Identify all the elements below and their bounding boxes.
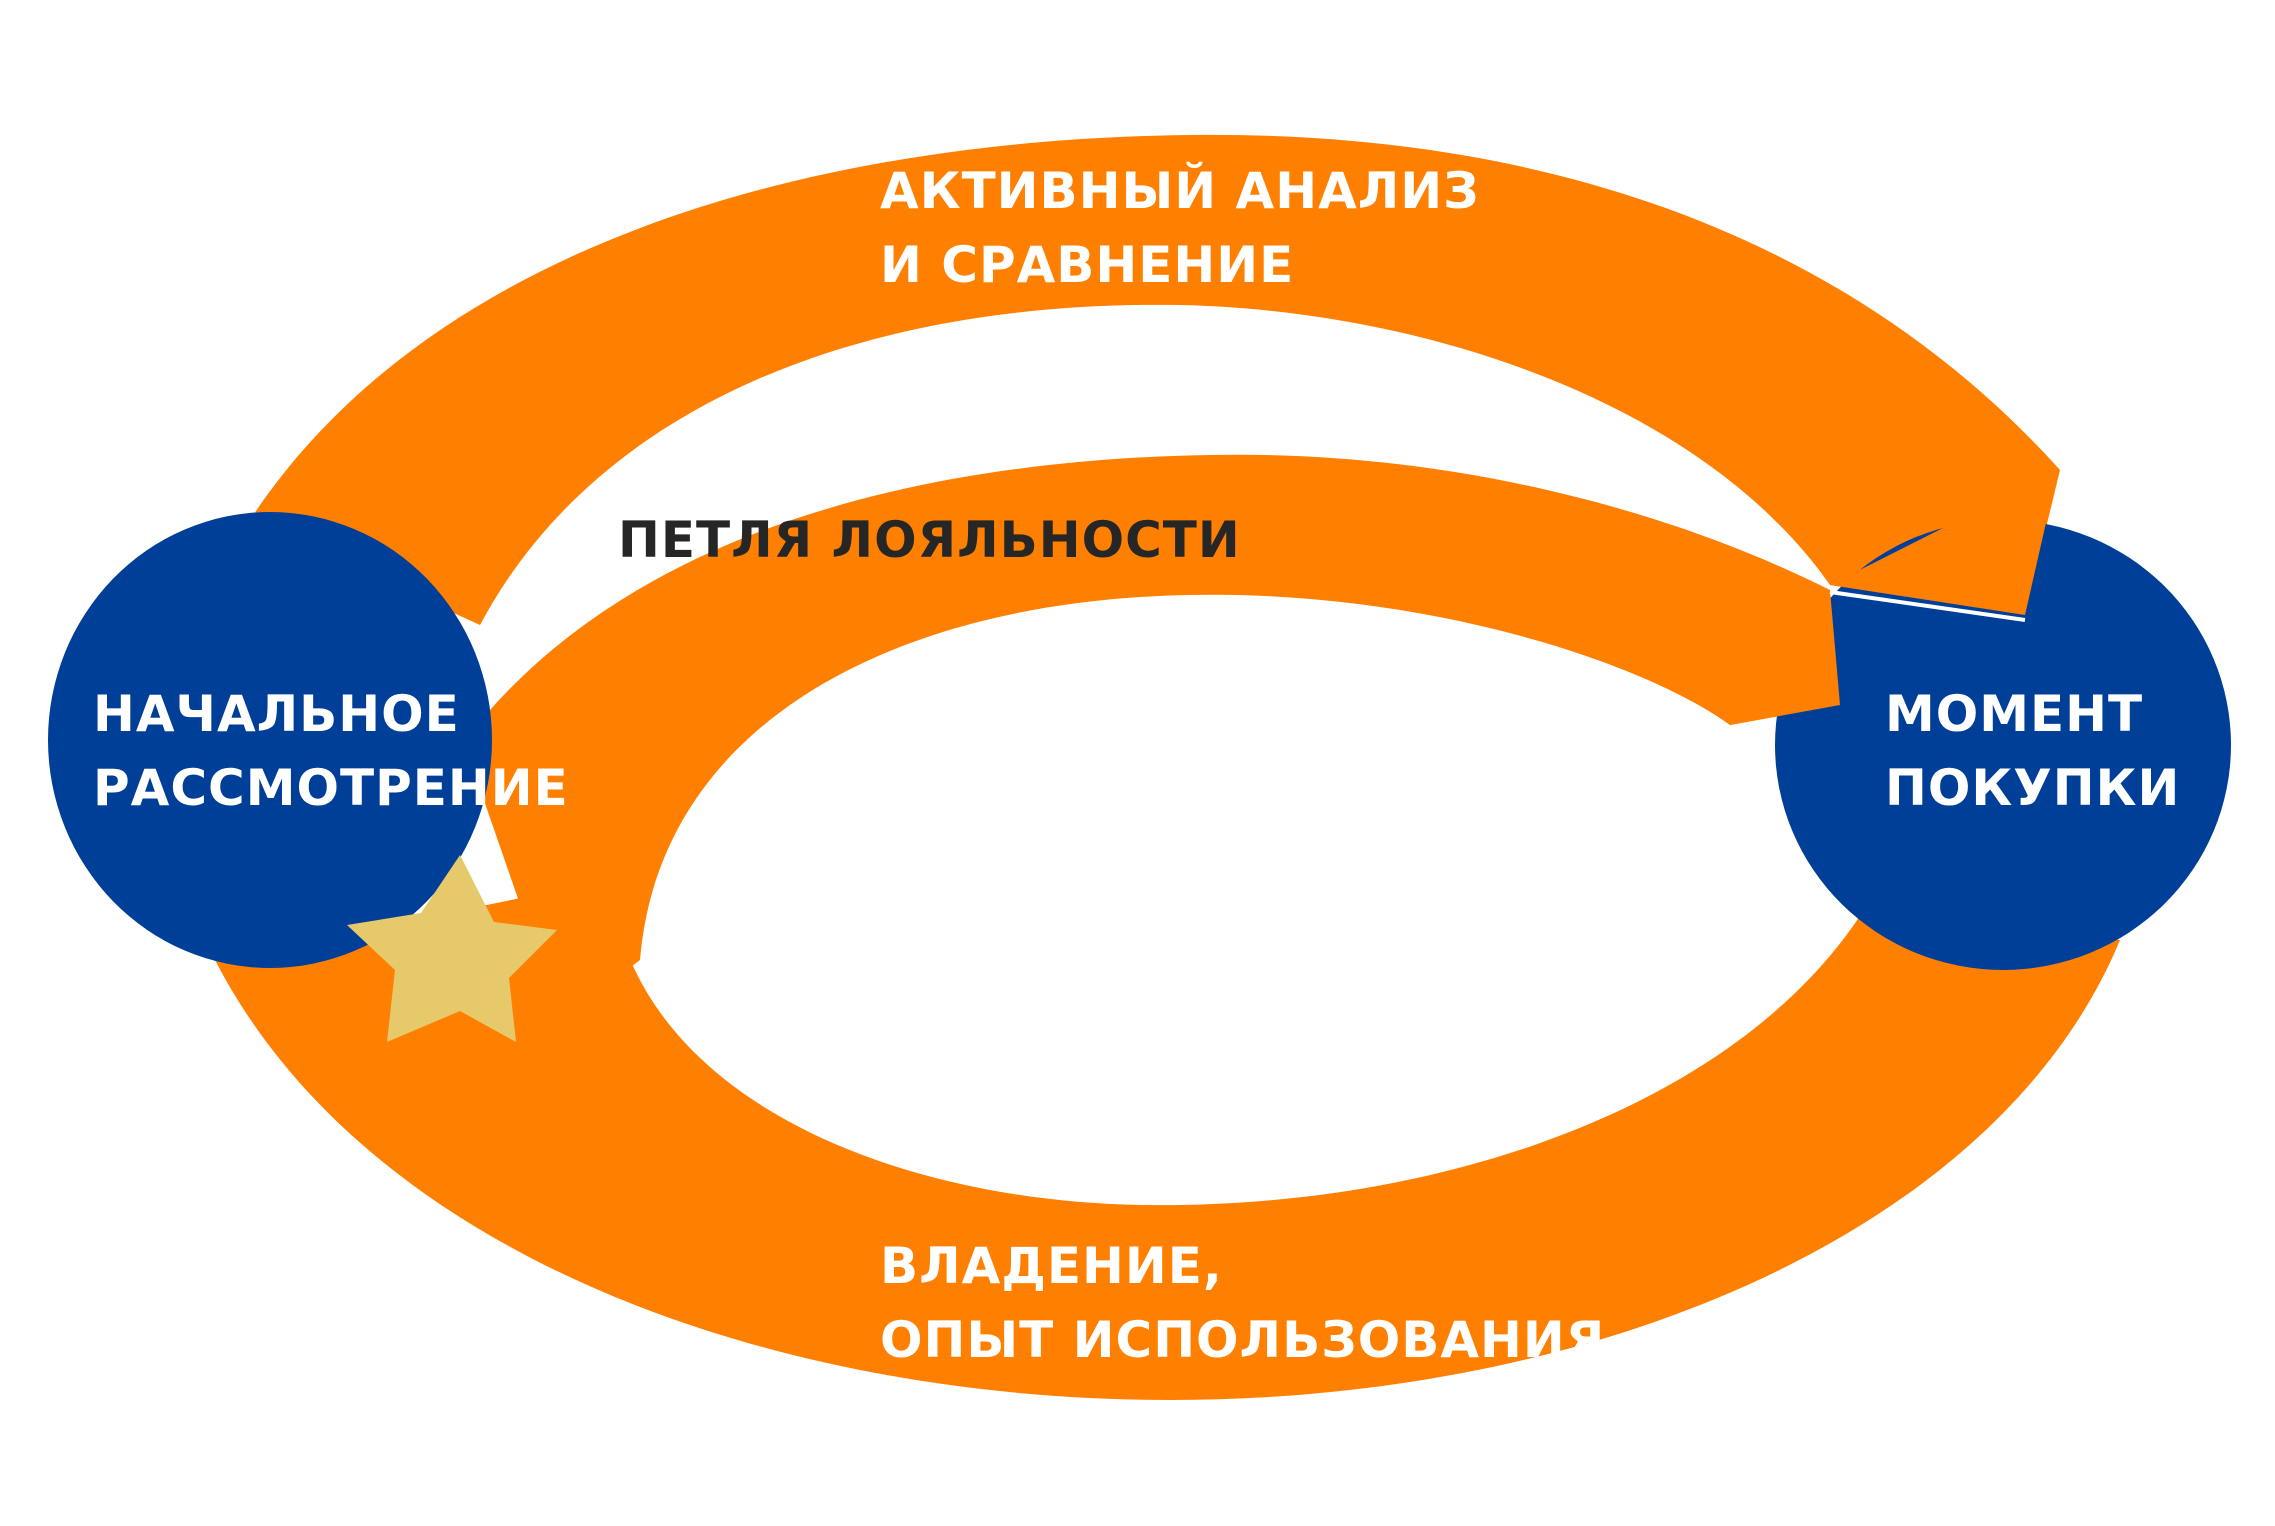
post-purchase-line-1: ВЛАДЕНИЕ, [880, 1237, 1223, 1295]
star-icon [347, 855, 557, 1042]
loyalty-loop-line-1: ПЕТЛЯ ЛОЯЛЬНОСТИ [618, 511, 1241, 569]
initial-consideration-circle [48, 512, 492, 968]
moment-of-purchase-label: МОМЕНТ ПОКУПКИ [1885, 677, 2180, 825]
initial-consideration-line-1: НАЧАЛЬНОЕ [93, 685, 460, 743]
moment-of-purchase-line-2: ПОКУПКИ [1885, 759, 2181, 817]
moment-of-purchase-line-1: МОМЕНТ [1885, 685, 2144, 743]
post-purchase-label: ВЛАДЕНИЕ, ОПЫТ ИСПОЛЬЗОВАНИЯ [880, 1229, 1605, 1377]
purchase-circle-edge [1829, 590, 2026, 622]
post-purchase-line-2: ОПЫТ ИСПОЛЬЗОВАНИЯ [880, 1311, 1606, 1369]
ownership-band [215, 880, 2120, 1400]
loyalty-loop-arrowhead [1730, 590, 1840, 725]
active-evaluation-line-2: И СРАВНЕНИЕ [880, 236, 1295, 294]
initial-consideration-line-2: РАССМОТРЕНИЕ [93, 759, 569, 817]
active-evaluation-band [250, 134, 2060, 626]
moment-of-purchase-circle [1775, 520, 2231, 970]
loyalty-loop-label: ПЕТЛЯ ЛОЯЛЬНОСТИ [618, 503, 1241, 577]
initial-consideration-label: НАЧАЛЬНОЕ РАССМОТРЕНИЕ [93, 677, 569, 825]
active-evaluation-line-1: АКТИВНЫЙ АНАЛИЗ [880, 162, 1480, 220]
active-evaluation-label: АКТИВНЫЙ АНАЛИЗ И СРАВНЕНИЕ [880, 154, 1480, 302]
loyalty-loop-band [470, 454, 1840, 1020]
active-evaluation-arrowhead [1830, 470, 2058, 615]
